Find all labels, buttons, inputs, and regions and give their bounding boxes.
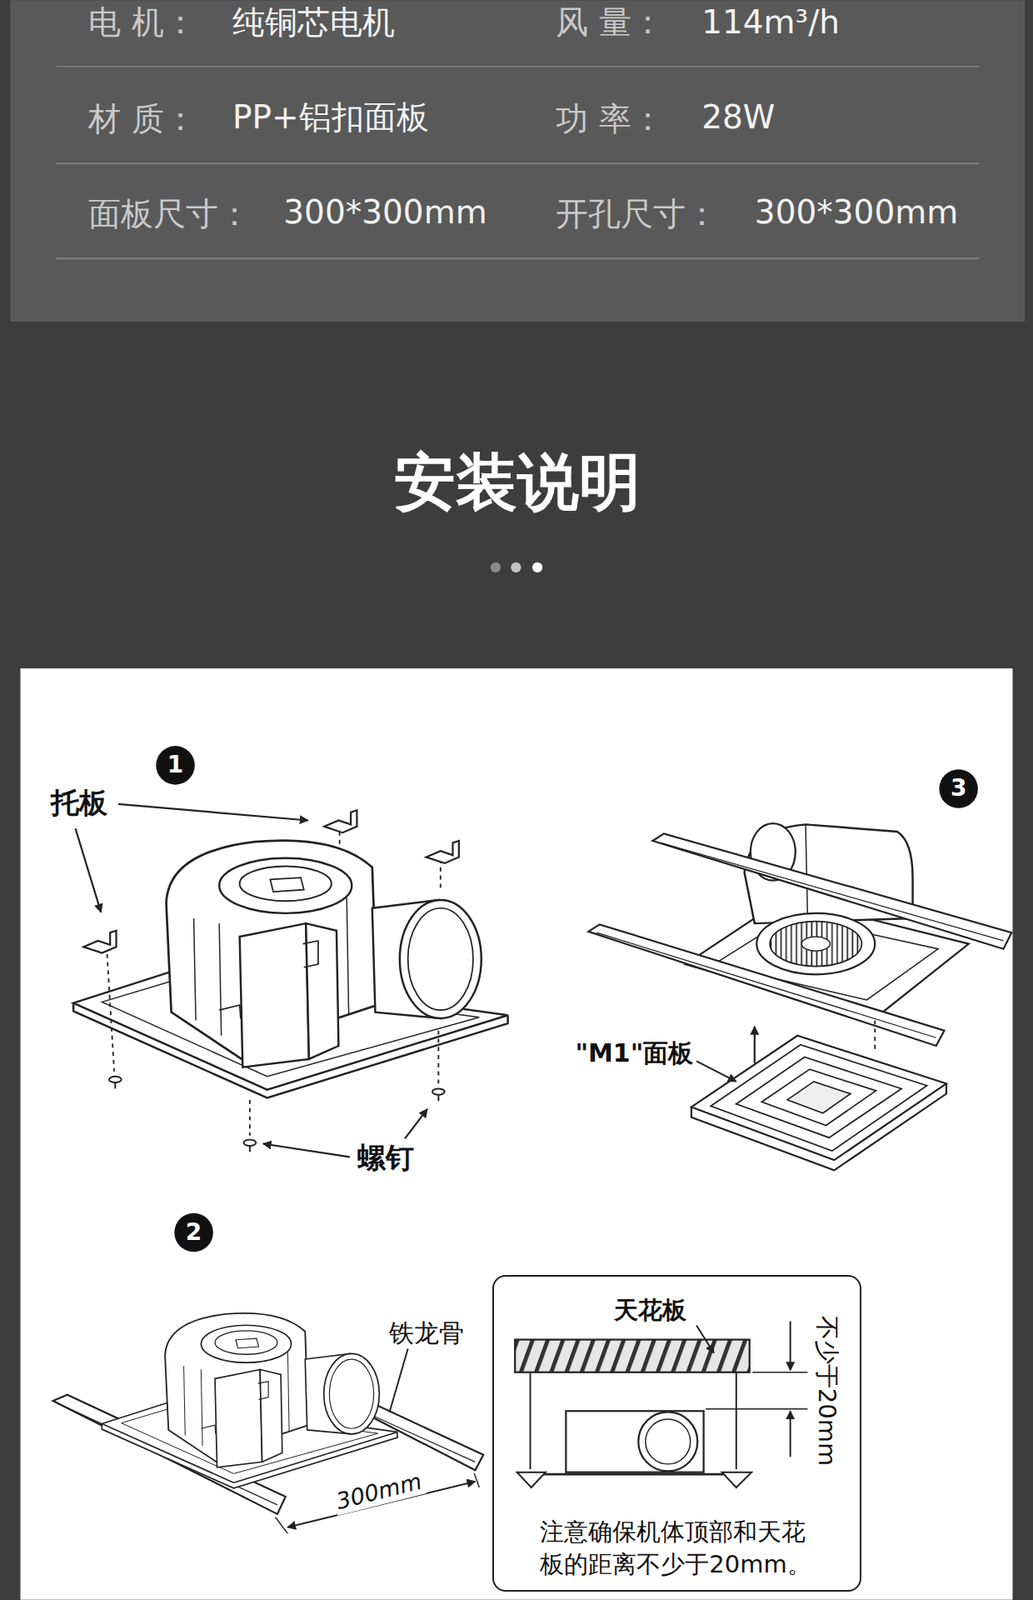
spec-value: 300*300mm [283, 192, 487, 232]
part-label: 天花板 [613, 1295, 687, 1325]
line-art [769, 921, 862, 967]
line-art [510, 562, 521, 573]
line-art [713, 916, 939, 1000]
fan-step-1 [73, 745, 508, 1157]
line-art [789, 1321, 792, 1371]
line-art [710, 1044, 928, 1151]
white-panel [19, 668, 1013, 1600]
line-art [155, 745, 195, 785]
part-label: "M1"面板 [574, 1037, 694, 1068]
line-art [389, 1348, 409, 1413]
line-art [761, 1068, 876, 1125]
line-art [705, 1407, 808, 1409]
spec-key: 面板尺寸： [88, 194, 251, 235]
dimension-label: 不少于20mm [813, 1315, 843, 1466]
line-art [55, 162, 979, 164]
line-art [73, 840, 508, 1098]
clearance-inset [514, 1321, 808, 1488]
spec-key: 开孔尺寸： [555, 194, 719, 235]
spec-value: 300*300mm [754, 192, 959, 232]
line-art [404, 1108, 428, 1138]
spec-key: 风 量： [555, 3, 664, 43]
line-art [789, 1410, 792, 1457]
line-art [752, 1371, 808, 1373]
line-art [174, 1212, 214, 1253]
spec-value: 纯铜芯电机 [232, 3, 395, 43]
line-art [514, 1339, 750, 1373]
callout-number: 3 [950, 773, 967, 803]
line-art [596, 932, 937, 1038]
line-art [736, 1056, 902, 1138]
line-art [437, 1030, 440, 1085]
line-art [426, 840, 460, 864]
line-art [83, 930, 116, 954]
line-art [652, 833, 1012, 949]
note-text: 注意确保机体顶部和天花 板的距离不少于20mm。 [539, 1515, 815, 1581]
line-art [938, 768, 979, 809]
part-label: 托板 [50, 785, 108, 820]
line-art [114, 1082, 116, 1088]
line-art [437, 1094, 440, 1101]
callout-number: 2 [185, 1217, 202, 1247]
line-art [522, 1472, 747, 1476]
part-label: 螺钉 [357, 1140, 415, 1175]
line-art [9, 0, 1025, 322]
line-art [691, 1035, 947, 1160]
line-art [263, 1143, 350, 1158]
spec-value: PP+铝扣面板 [232, 97, 430, 137]
line-art [787, 1081, 851, 1113]
page-dots [490, 562, 543, 573]
line-art [645, 1418, 691, 1464]
line-art [873, 1018, 876, 1049]
line-art [439, 858, 442, 890]
line-art [490, 562, 501, 573]
inset-box: 天花板不少于20mm 注意确保机体顶部和天花 板的距离不少于20mm。 [492, 1274, 862, 1591]
line-art [517, 1472, 546, 1488]
fan-step-3 [588, 768, 1012, 1170]
line-art [805, 823, 808, 919]
line-art [565, 1410, 704, 1472]
line-art [432, 1087, 445, 1094]
spec-value: 28W [701, 97, 775, 137]
fan-step-2 [53, 1212, 485, 1533]
callout-number: 1 [167, 750, 184, 779]
spec-key: 功 率： [555, 99, 664, 140]
line-art [249, 1099, 251, 1136]
line-art [55, 65, 979, 67]
part-label: 铁龙骨 [389, 1317, 465, 1348]
line-art [753, 1026, 756, 1063]
line-art [588, 923, 944, 1046]
line-art [324, 809, 357, 833]
line-art [696, 1060, 737, 1081]
line-art [101, 1312, 398, 1488]
line-art [660, 842, 1004, 941]
line-art [109, 1076, 122, 1083]
line-art [722, 1472, 752, 1488]
line-art [249, 1145, 251, 1152]
line-art [55, 257, 979, 259]
line-art [109, 1076, 445, 1153]
line-art [756, 913, 875, 974]
line-art [474, 1472, 480, 1488]
line-art [638, 1411, 698, 1471]
line-art [532, 562, 543, 573]
line-art [696, 1324, 714, 1353]
line-art [735, 1372, 738, 1469]
line-art [118, 803, 309, 821]
spec-panel [9, 0, 1025, 322]
section-title: 安装说明 [394, 444, 641, 519]
line-art [107, 953, 115, 1072]
spec-value: 114m³/h [701, 3, 840, 43]
line-art [529, 1372, 532, 1469]
spec-key: 材 质： [88, 99, 196, 140]
line-art [75, 828, 102, 912]
spec-key: 电 机： [88, 3, 196, 43]
line-art [275, 1517, 289, 1534]
line-art [244, 1139, 257, 1146]
line-art [801, 936, 830, 951]
